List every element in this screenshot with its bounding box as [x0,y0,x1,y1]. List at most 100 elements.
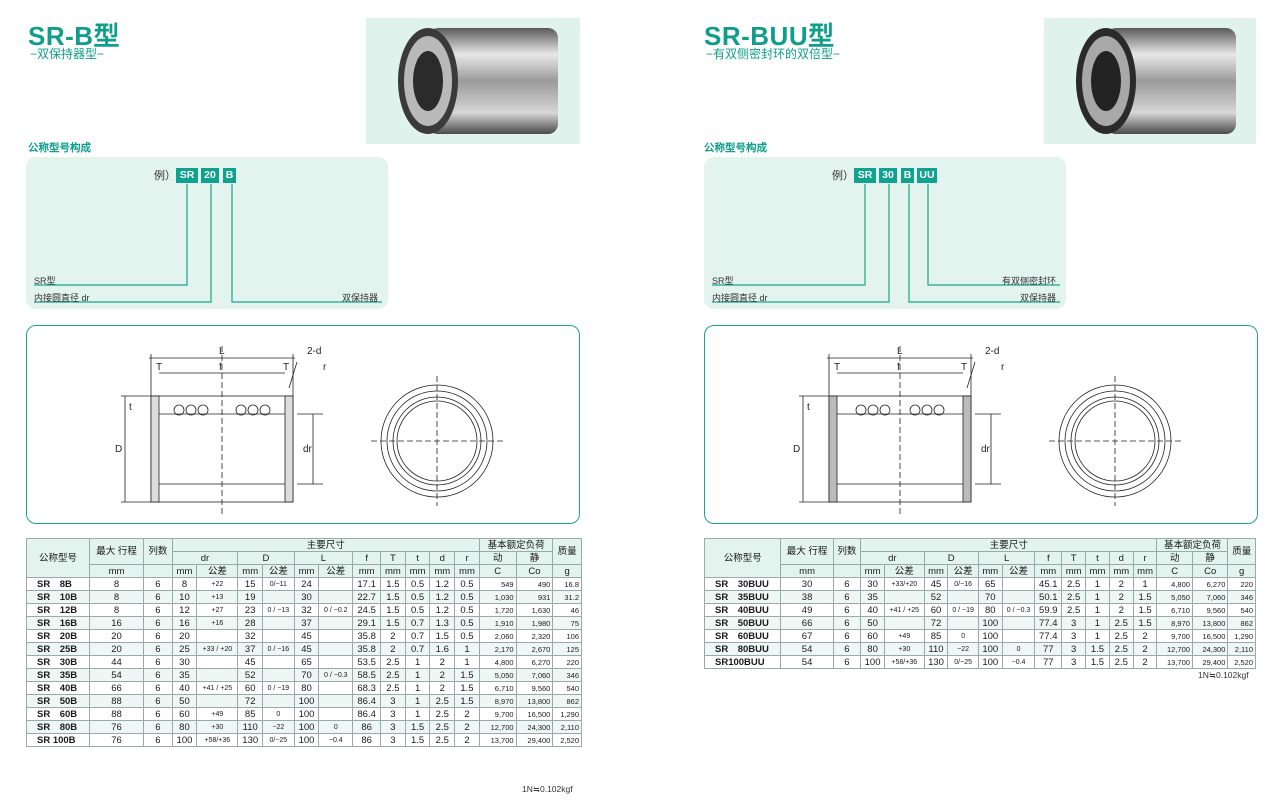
cell-f: 22.7 [352,590,382,604]
cell-T: 3 [380,694,406,708]
cell-g: 220 [1227,577,1256,591]
cell-C: 4,800 [1156,577,1193,591]
cell-L-tol: −0.4 [1001,655,1036,669]
cell-D: 72 [237,694,264,708]
cell-stroke: 67 [780,629,834,643]
cell-stroke: 76 [88,733,145,747]
cell-r: 2 [1132,655,1158,669]
cell-D-tol [262,629,295,643]
cell-C: 13,700 [478,733,517,747]
left-spec-table: 公称型号 最大 行程 列数 主要尺寸 基本额定负荷 质量 dr D L f T … [26,538,582,747]
cell-dr-tol [884,616,925,630]
cell-f: 86.4 [352,694,382,708]
cell-dr-tol [884,590,925,604]
cell-r: 1.5 [1132,603,1158,617]
example-label: 例） [154,170,176,182]
th-cols: 列数 [832,538,862,565]
th-C: C [478,564,517,578]
cell-stroke: 20 [88,642,145,656]
cell-f: 77.4 [1034,629,1063,643]
unit: mm [429,564,456,578]
cell-g: 46 [552,603,582,617]
cell-f: 77 [1034,655,1063,669]
cell-t: 0.5 [404,577,431,591]
cell-stroke: 88 [88,694,145,708]
cell-dr: 25 [171,642,198,656]
cell-L-tol [318,655,354,669]
cell-stroke: 54 [780,642,834,656]
cell-D: 60 [237,681,264,695]
th-D: D [237,551,295,565]
chip-series: SR [176,168,198,183]
cell-D: 45 [923,577,949,591]
dim-t: t [807,402,810,413]
cell-t: 1 [404,694,431,708]
cell-model: SR 80BUU [703,642,782,656]
cell-cols: 6 [143,642,173,656]
cell-d: 2.5 [429,720,456,734]
cell-L-tol [318,629,354,643]
cell-T: 2.5 [380,681,406,695]
cell-C: 4,800 [478,655,517,669]
th-dynamic: 动 [478,551,517,565]
dim-D: D [115,444,122,455]
unit: mm [1108,564,1134,578]
cell-r: 2 [454,733,480,747]
th-tol: 公差 [262,564,295,578]
cell-Co: 9,560 [515,681,554,695]
cell-C: 6,710 [1156,603,1193,617]
cell-Co: 2,320 [515,629,554,643]
unit: g [1227,564,1256,578]
th-tol: 公差 [196,564,239,578]
cell-t: 1 [404,668,431,682]
cell-D-tol: 0/−16 [947,577,979,591]
cell-dr-tol [196,629,239,643]
cell-L-tol [1001,616,1036,630]
cell-f: 86 [352,733,382,747]
cell-r: 0.5 [454,603,480,617]
cell-D-tol [262,655,295,669]
cell-Co: 931 [515,590,554,604]
cell-r: 0.5 [454,590,480,604]
cell-g: 862 [552,694,582,708]
cell-f: 58.5 [352,668,382,682]
cell-g: 106 [552,629,582,643]
cell-g: 346 [1227,590,1256,604]
dim-T-right: T [283,362,289,373]
chip-size: 20 [201,168,219,183]
cell-D: 72 [923,616,949,630]
cell-f: 35.8 [352,642,382,656]
right-spec-table: 公称型号 最大 行程 列数 主要尺寸 基本额定负荷 质量 dr D L f T … [703,538,1256,669]
cell-D-tol: 0/−11 [262,577,295,591]
cell-d: 2 [429,668,456,682]
cell-L: 30 [293,590,320,604]
th-r: r [1132,551,1158,565]
cell-f: 86.4 [352,707,382,721]
cell-L: 70 [977,590,1003,604]
cell-model: SR 50B [26,694,90,708]
cell-C: 1,030 [478,590,517,604]
cell-stroke: 30 [780,577,834,591]
left-composition-box: 例） SR 20 B SR型 内接圆直径 dr 双保持器 [26,157,388,309]
cell-D: 23 [237,603,264,617]
cell-d: 2 [1108,590,1134,604]
cell-Co: 7,060 [1191,590,1229,604]
cell-L: 45 [293,642,320,656]
callout-series: SR型 [712,276,734,286]
cell-stroke: 20 [88,629,145,643]
cell-dr: 10 [171,590,198,604]
th-Co: Co [1191,564,1229,578]
cell-d: 2.5 [429,733,456,747]
cell-dr-tol: +16 [196,616,239,630]
unit: mm [404,564,431,578]
cell-dr: 100 [171,733,198,747]
cell-t: 0.7 [404,642,431,656]
th-stroke: 最大 行程 [780,538,834,565]
